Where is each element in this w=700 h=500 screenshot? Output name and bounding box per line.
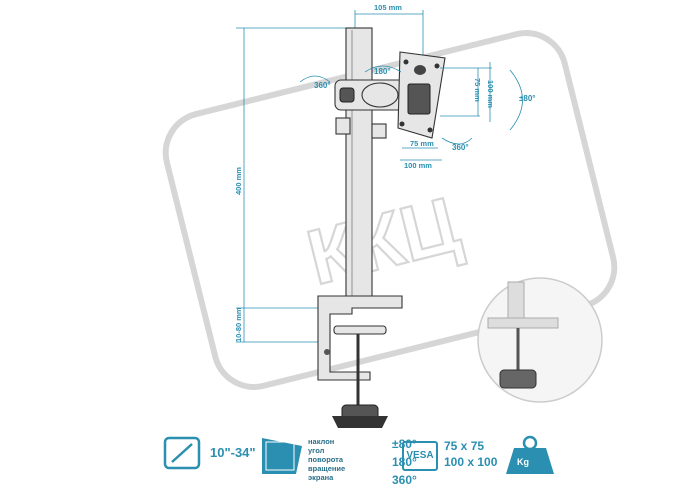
vesa-dimensions: 75 mm 100 mm 75 mm 100 mm xyxy=(400,62,495,170)
rotation-indicators: 360° 180° 360° ±80° xyxy=(299,65,536,152)
head-tilt-label: 180° xyxy=(374,67,391,76)
motion-label: поворота xyxy=(308,455,344,464)
tilt-screen-icon xyxy=(262,438,302,474)
vesa-size-2: 100 x 100 xyxy=(444,455,498,469)
screen-size-text: 10"-34" xyxy=(210,445,256,460)
vesa-100-vertical: 100 mm xyxy=(486,80,495,108)
vesa-badge: VESA xyxy=(402,441,438,471)
height-dimension: 400 mm xyxy=(234,167,243,195)
motion-label: угол xyxy=(308,446,325,455)
screen-size-icon xyxy=(163,436,201,470)
dimension-left: 400 mm 10-80 mm xyxy=(234,27,355,343)
watermark-text: ККЦ xyxy=(299,179,468,301)
motion-label: наклон xyxy=(308,437,335,446)
motion-label: экрана xyxy=(308,473,334,482)
arm-swivel-label: 360° xyxy=(314,81,331,90)
weight-icon xyxy=(506,435,554,474)
clamp-dimension: 10-80 mm xyxy=(234,307,243,342)
weight-label: Kg xyxy=(517,457,529,467)
vesa-size-1: 75 x 75 xyxy=(444,439,485,453)
clamp-detail-inset xyxy=(477,277,603,403)
vesa-75-horizontal: 75 mm xyxy=(410,139,434,148)
arm-bracket xyxy=(334,79,406,139)
tilt-degrees: ±80° xyxy=(392,437,417,451)
vesa-75-vertical: 75 mm xyxy=(473,78,482,102)
vesa-plate xyxy=(397,51,446,139)
motion-labels: наклон угол поворота вращение экрана xyxy=(308,437,345,482)
side-tilt-label: ±80° xyxy=(519,94,536,103)
pole xyxy=(345,27,373,304)
swivel-degrees: 180° xyxy=(392,455,417,469)
vesa-100-horizontal: 100 mm xyxy=(404,161,432,170)
width-dimension: 105 mm xyxy=(374,3,402,12)
spec-bar: 10"-34" наклон угол поворота вращение эк… xyxy=(160,425,700,500)
plate-rotate-label: 360° xyxy=(452,143,469,152)
desk-clamp xyxy=(317,295,403,428)
rotate-degrees: 360° xyxy=(392,473,417,487)
motion-label: вращение xyxy=(308,464,346,473)
